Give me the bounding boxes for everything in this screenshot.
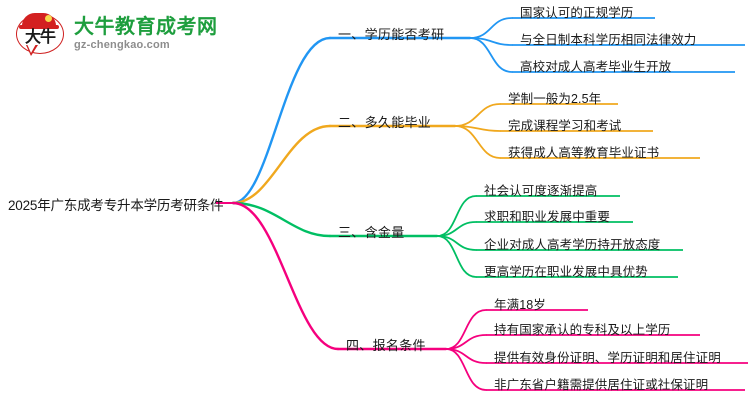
leaf-label-1-1[interactable]: 国家认可的正规学历 (520, 6, 634, 20)
branch-label-3[interactable]: 三、含金量 (338, 225, 405, 240)
leaf-label-3-2[interactable]: 求职和职业发展中重要 (484, 210, 611, 224)
logo-subtitle: gz-chengkao.com (74, 38, 170, 51)
leaf-label-3-1[interactable]: 社会认可度逐渐提高 (484, 184, 598, 198)
leaf-label-4-3[interactable]: 提供有效身份证明、学历证明和居住证明 (494, 351, 721, 365)
leaf-label-3-3[interactable]: 企业对成人高考学历持开放态度 (484, 238, 661, 252)
leaf-label-1-3[interactable]: 高校对成人高考毕业生开放 (520, 60, 672, 74)
leaf-label-2-3[interactable]: 获得成人高等教育毕业证书 (508, 146, 660, 160)
branch-label-2[interactable]: 二、多久能毕业 (338, 115, 432, 130)
branch-label-1[interactable]: 一、学历能否考研 (338, 27, 445, 42)
leaf-label-1-2[interactable]: 与全日制本科学历相同法律效力 (520, 33, 697, 47)
logo-mark-icon: 大牛 (14, 11, 66, 57)
leaf-label-4-2[interactable]: 持有国家承认的专科及以上学历 (494, 323, 671, 337)
branch-label-4[interactable]: 四、报名条件 (346, 338, 426, 353)
leaf-label-4-1[interactable]: 年满18岁 (494, 298, 546, 312)
leaf-label-2-1[interactable]: 学制一般为2.5年 (508, 92, 602, 106)
leaf-label-2-2[interactable]: 完成课程学习和考试 (508, 119, 622, 133)
leaf-label-4-4[interactable]: 非广东省户籍需提供居住证或社保证明 (494, 378, 709, 392)
logo-text-block: 大牛教育成考网 gz-chengkao.com (74, 15, 218, 52)
logo-mark-glyph: 大牛 (24, 29, 56, 46)
leaf-label-3-4[interactable]: 更高学历在职业发展中具优势 (484, 265, 648, 279)
speech-bubble-tail-inner-icon (27, 44, 36, 53)
graduation-cap-brim-icon (19, 25, 59, 29)
root-topic[interactable]: 2025年广东成考专升本学历考研条件 (8, 198, 224, 213)
site-logo: 大牛 大牛教育成考网 gz-chengkao.com (14, 8, 244, 60)
logo-title: 大牛教育成考网 (74, 15, 218, 38)
graduation-cap-icon (22, 13, 56, 28)
